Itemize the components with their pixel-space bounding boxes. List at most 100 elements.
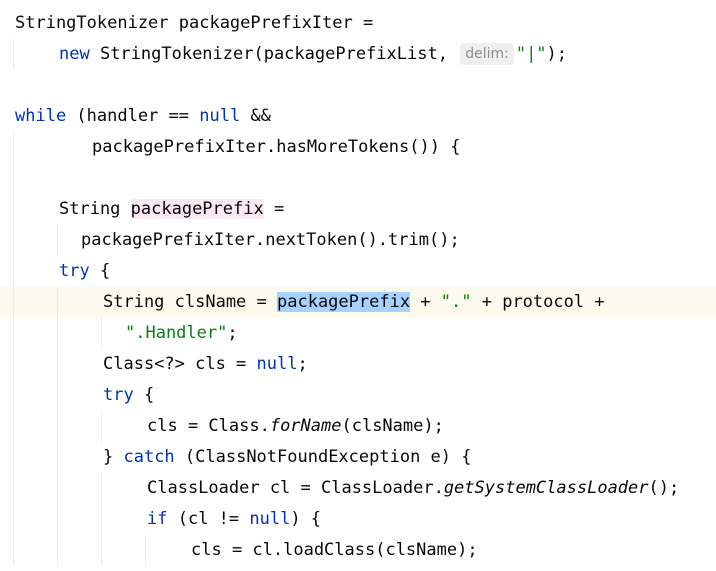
code-token: packagePrefixIter.hasMoreTokens()) { [92,137,461,157]
code-token: new [59,44,90,64]
code-text: } catch (ClassNotFoundException e) { [103,442,471,473]
indent-guide [13,380,14,411]
code-token: ); [546,44,568,64]
code-token: StringTokenizer(packagePrefixList, [89,44,459,64]
code-token: (clsName); [341,416,444,436]
code-token: { [89,261,111,281]
code-token: ; [297,354,308,374]
code-text: String packagePrefix = [59,194,284,225]
code-line[interactable]: packagePrefixIter.hasMoreTokens()) { [0,132,716,163]
indent-guide [57,380,58,411]
indent-guide [13,163,14,194]
code-line[interactable] [0,163,716,194]
indent-guide [13,349,14,380]
indent-guide [57,225,58,256]
code-token: packagePrefix [130,199,264,219]
parameter-hint: delim: [460,43,514,65]
indent-guide [13,225,14,256]
indent-guide [145,535,146,566]
indent-guide [13,442,14,473]
code-text: cls = Class.forName(clsName); [147,411,444,442]
code-token: StringTokenizer packagePrefixIter = [15,13,374,33]
code-text: ClassLoader cl = ClassLoader.getSystemCl… [147,473,679,504]
code-token: null [256,354,298,374]
code-text: try { [103,380,154,411]
code-line[interactable]: ".Handler"; [0,318,716,349]
indent-guide [57,442,58,473]
indent-guide [13,39,14,70]
code-text: try { [59,256,110,287]
indent-guide [101,535,102,566]
code-line[interactable]: try { [0,380,716,411]
indent-guide [13,535,14,566]
code-token: packagePrefix [277,292,411,312]
code-token: if [147,509,168,529]
code-token: null [199,106,241,126]
code-line[interactable]: String clsName = packagePrefix + "." + p… [0,287,716,318]
code-token: (handler == [66,106,200,126]
code-text: String clsName = packagePrefix + "." + p… [103,287,605,318]
code-text: new StringTokenizer(packagePrefixList, d… [59,39,567,70]
code-token: null [249,509,291,529]
code-line[interactable]: while (handler == null && [0,101,716,132]
indent-guide [101,473,102,504]
indent-guide [13,287,14,318]
indent-guide [57,535,58,566]
code-line[interactable]: StringTokenizer packagePrefixIter = [0,8,716,39]
code-text: while (handler == null && [15,101,271,132]
indent-guide [13,473,14,504]
code-line[interactable]: } catch (ClassNotFoundException e) { [0,442,716,473]
code-token: + protocol + [471,292,605,312]
code-token: cls = Class. [147,416,270,436]
indent-guide [13,256,14,287]
code-token: while [15,106,67,126]
code-token: ; [227,323,238,343]
code-text: cls = cl.loadClass(clsName); [191,535,478,566]
code-token: String [59,199,131,219]
code-text: StringTokenizer packagePrefixIter = [15,8,373,39]
indent-guide [101,318,102,349]
indent-guide [57,473,58,504]
code-token: try [103,385,134,405]
code-text: packagePrefixIter.hasMoreTokens()) { [92,132,460,163]
code-token: try [59,261,90,281]
code-text: packagePrefixIter.nextToken().trim(); [81,225,460,256]
indent-guide [101,504,102,535]
indent-guide [101,411,102,442]
code-token: catch [123,447,175,467]
code-line[interactable]: if (cl != null) { [0,504,716,535]
code-token: (ClassNotFoundException e) { [174,447,472,467]
code-token: forName [269,416,342,436]
code-line[interactable]: cls = cl.loadClass(clsName); [0,535,716,566]
code-line[interactable]: String packagePrefix = [0,194,716,225]
code-line[interactable]: packagePrefixIter.nextToken().trim(); [0,225,716,256]
indent-guide [13,132,14,163]
code-line[interactable]: new StringTokenizer(packagePrefixList, d… [0,39,716,70]
code-line[interactable]: try { [0,256,716,287]
code-token: "|" [515,44,547,64]
code-token: + [410,292,441,312]
code-token: } [103,447,124,467]
code-token: { [133,385,155,405]
code-text: Class<?> cls = null; [103,349,308,380]
code-line[interactable]: ClassLoader cl = ClassLoader.getSystemCl… [0,473,716,504]
code-text: if (cl != null) { [147,504,321,535]
indent-guide [13,194,14,225]
indent-guide [13,318,14,349]
code-token: "." [440,292,472,312]
code-token: ) { [290,509,322,529]
code-text: ".Handler"; [125,318,238,349]
code-token: && [240,106,271,126]
code-line[interactable]: cls = Class.forName(clsName); [0,411,716,442]
indent-guide [57,349,58,380]
code-token: (cl != [167,509,250,529]
code-line[interactable]: Class<?> cls = null; [0,349,716,380]
indent-guide [57,504,58,535]
code-line[interactable] [0,70,716,101]
code-token: packagePrefixIter.nextToken().trim(); [81,230,460,250]
code-token: ".Handler" [125,323,228,343]
indent-guide [13,504,14,535]
code-token: = [263,199,285,219]
code-token: Class<?> cls = [103,354,257,374]
